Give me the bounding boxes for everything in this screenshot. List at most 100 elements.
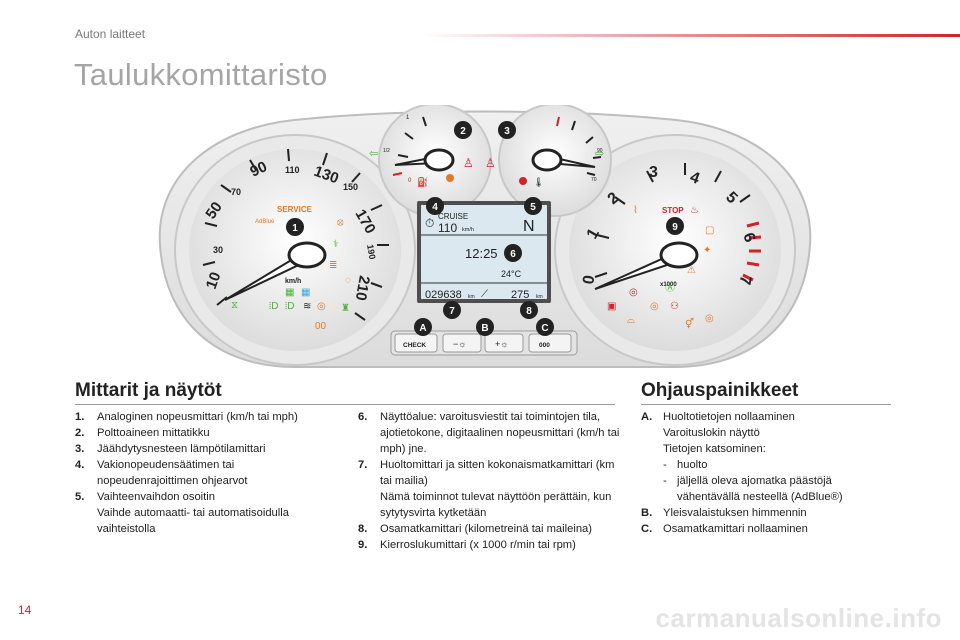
svg-text:50: 50 xyxy=(202,199,225,222)
svg-text:≋: ≋ xyxy=(303,301,311,312)
list-item: A. Huoltotietojen nollaaminen Varoituslo… xyxy=(641,411,843,503)
svg-text:3: 3 xyxy=(649,164,658,181)
svg-text:⛽: ⛽ xyxy=(417,176,428,187)
svg-text:150: 150 xyxy=(343,182,358,192)
section-rule xyxy=(641,404,891,405)
svg-text:km: km xyxy=(536,294,543,300)
list-item: B.Yleisvalaistuksen himmennin xyxy=(641,507,807,519)
list-item: C.Osamatkamittari nollaaminen xyxy=(641,523,808,535)
trip-reset-button[interactable] xyxy=(528,333,572,353)
control-buttons: CHECK −☼ +☼ 000 xyxy=(390,330,578,356)
svg-text:70: 70 xyxy=(231,187,241,197)
svg-text:⧖: ⧖ xyxy=(231,300,238,311)
svg-text:⌓: ⌓ xyxy=(627,315,635,326)
list-item: 6.Näyttöalue: varoitusviestit tai toimin… xyxy=(358,411,620,455)
tachometer-red-zone xyxy=(742,221,762,282)
svg-text:◎: ◎ xyxy=(317,301,326,312)
section-title-gauges: Mittarit ja näytöt xyxy=(75,380,222,401)
svg-text:1: 1 xyxy=(406,115,410,121)
list-item: 4.Vakionopeudensäätimen tai nopeudenrajo… xyxy=(75,459,248,487)
svg-text:▦: ▦ xyxy=(285,287,294,298)
svg-text:190: 190 xyxy=(365,244,377,261)
svg-text:▢: ▢ xyxy=(705,225,714,236)
svg-text:90: 90 xyxy=(248,158,270,180)
cruise-unit: km/h xyxy=(462,227,474,233)
speedo-unit: km/h xyxy=(285,278,301,285)
svg-text:4: 4 xyxy=(432,202,438,213)
svg-text:⚠: ⚠ xyxy=(687,265,696,276)
svg-text:90: 90 xyxy=(597,148,603,154)
svg-text:⦙D: ⦙D xyxy=(269,301,278,312)
svg-text:B: B xyxy=(481,323,488,334)
svg-text:⏱: ⏱ xyxy=(425,216,434,230)
svg-text:♨: ♨ xyxy=(690,205,699,216)
stop-label: STOP xyxy=(662,206,684,215)
central-display: ⏱ CRUISE 110 km/h N 12:25 24°C 029638 km… xyxy=(417,201,551,303)
svg-text:♜: ♜ xyxy=(341,303,350,314)
header-bar xyxy=(420,34,960,37)
adblue-label: AdBlue xyxy=(255,219,275,225)
instrument-cluster-diagram: 10 30 50 70 90 110 130 150 170 190 210 k… xyxy=(158,105,812,368)
controls-list: A. Huoltotietojen nollaaminen Varoituslo… xyxy=(641,409,901,537)
gauges-list-col2: 6.Näyttöalue: varoitusviestit tai toimin… xyxy=(358,409,620,553)
list-item: 7.Huoltomittari ja sitten kokonaismatkam… xyxy=(358,459,615,519)
speedometer-scale xyxy=(202,148,389,321)
svg-text:5: 5 xyxy=(530,202,536,213)
left-warning-lights: ⦻ ⚕ ≣ ◌ ▦ ▦ ⦙D ⦙D ≋ ◎ ⧖ ♜ 00 xyxy=(231,217,351,332)
rev-unit: x1000 xyxy=(660,282,677,288)
clock: 12:25 xyxy=(465,246,498,261)
dim-minus-button[interactable] xyxy=(442,333,482,353)
speedometer-needle xyxy=(224,241,327,301)
svg-text:+☼: +☼ xyxy=(495,339,509,349)
svg-text:A: A xyxy=(419,323,426,334)
svg-text:6: 6 xyxy=(510,249,516,260)
svg-text:CHECK: CHECK xyxy=(403,342,426,349)
svg-text:70: 70 xyxy=(591,177,597,183)
tachometer-scale xyxy=(594,163,751,278)
check-button[interactable] xyxy=(394,333,438,353)
svg-text:30: 30 xyxy=(213,245,223,255)
list-item: 1.Analoginen nopeusmittari (km/h tai mph… xyxy=(75,411,298,423)
list-item: 9.Kierroslukumittari (x 1000 r/min tai r… xyxy=(358,539,576,551)
trip-range: 275 xyxy=(511,289,529,301)
svg-text:2: 2 xyxy=(460,126,466,137)
service-label: SERVICE xyxy=(277,205,313,214)
svg-text:⦻: ⦻ xyxy=(337,217,344,228)
svg-text:km: km xyxy=(468,294,475,300)
tachometer-needle xyxy=(594,241,699,290)
svg-text:Ⓐ: Ⓐ xyxy=(665,282,675,294)
svg-text:⌇: ⌇ xyxy=(633,205,638,216)
svg-text:≣: ≣ xyxy=(329,260,337,271)
dim-plus-button[interactable] xyxy=(484,333,524,353)
svg-text:C: C xyxy=(541,323,548,334)
list-item: 8.Osamatkamittari (kilometreinä tai mail… xyxy=(358,523,593,535)
gauges-list-col1: 1.Analoginen nopeusmittari (km/h tai mph… xyxy=(75,409,337,537)
svg-text:▦: ▦ xyxy=(301,287,310,298)
watermark: carmanualsonline.info xyxy=(655,603,942,633)
page-number: 14 xyxy=(18,603,32,617)
svg-text:⚇: ⚇ xyxy=(670,301,679,312)
page-title: Taulukkomittaristo xyxy=(74,57,328,92)
svg-text:◎: ◎ xyxy=(650,301,659,312)
svg-text:3: 3 xyxy=(504,126,510,137)
svg-text:9: 9 xyxy=(672,222,678,233)
svg-text:110: 110 xyxy=(285,165,300,175)
svg-text:8: 8 xyxy=(526,306,532,317)
callout-markers: 1 2 3 4 5 6 7 8 9 A B C xyxy=(286,121,684,336)
header-section: Auton laitteet xyxy=(75,27,146,41)
svg-text:0: 0 xyxy=(580,274,598,286)
svg-text:000: 000 xyxy=(539,342,550,349)
svg-text:10: 10 xyxy=(203,270,225,291)
svg-text:7: 7 xyxy=(449,306,455,317)
svg-text:⟋: ⟋ xyxy=(481,289,488,300)
gear-indicator: N xyxy=(523,218,535,235)
svg-text:210: 210 xyxy=(352,274,373,302)
temperature-gauge: 90 70 🌡 ⇨ xyxy=(519,116,604,187)
list-item: 5.Vaihteenvaihdon osoitin Vaihde automaa… xyxy=(75,491,289,535)
list-item: 3.Jäähdytysnesteen lämpötilamittari xyxy=(75,443,266,455)
cruise-speed: 110 xyxy=(438,221,457,235)
svg-text:1: 1 xyxy=(292,223,298,234)
section-title-controls: Ohjauspainikkeet xyxy=(641,380,799,401)
svg-text:♙: ♙ xyxy=(485,156,496,170)
svg-text:▣: ▣ xyxy=(607,301,616,312)
